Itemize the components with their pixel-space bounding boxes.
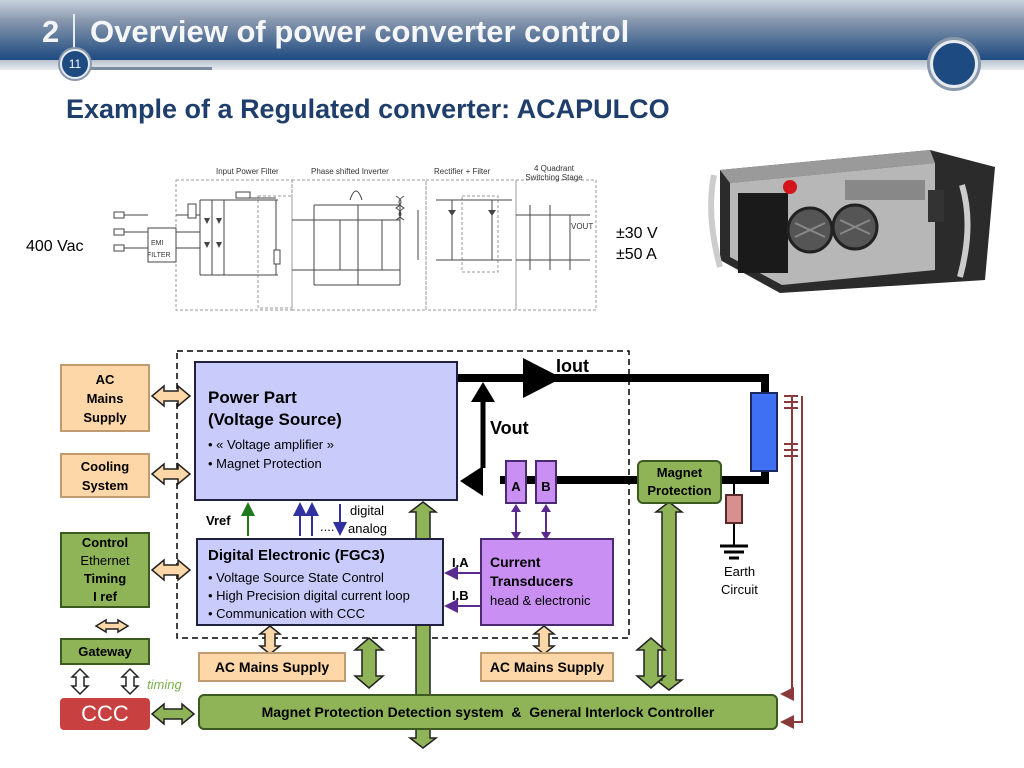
power-part-title1: Power Part [208, 388, 297, 407]
ct-line1: Current [490, 554, 541, 570]
cooling-system-box: Cooling System [60, 453, 150, 498]
digital-bullet-1: Voltage Source State Control [208, 569, 442, 587]
ac-mains-supply-box: AC Mains Supply [60, 364, 150, 432]
ia-label: I.A [452, 555, 469, 570]
page-number-badge: 11 [60, 49, 90, 79]
vref-label: Vref [206, 513, 231, 528]
earth-circuit-line1: Earth [724, 564, 756, 579]
emi-label: EMI [151, 240, 164, 247]
cooling-line1: Cooling [80, 458, 130, 474]
digital-bullet-3: Communication with CCC [208, 605, 442, 623]
timing-label: timing [147, 677, 182, 692]
output-current-label: ±50 A [616, 246, 657, 263]
control-line3: Timing [83, 571, 127, 586]
digital-signal-label: digital [350, 503, 384, 518]
cooling-line2: System [81, 477, 129, 493]
control-line1: Control [81, 535, 129, 550]
power-part-bullet-2: Magnet Protection [208, 454, 456, 473]
ac-mains-line1: AC [95, 371, 115, 387]
magnet-load-icon [750, 392, 778, 472]
digital-bullet-2: High Precision digital current loop [208, 587, 442, 605]
interlock-controller-box: Magnet Protection Detection system & Gen… [198, 694, 778, 730]
magnet-protection-line1: Magnet [656, 465, 703, 480]
vout-label: VOUT [571, 222, 594, 231]
power-part-bullet-1: « Voltage amplifier » [208, 435, 456, 454]
transducer-a-box: A [505, 460, 527, 504]
header-knob-icon [930, 40, 978, 88]
header-band [0, 60, 1024, 70]
power-part-title2: (Voltage Source) [208, 410, 342, 429]
output-voltage-label: ±30 V [616, 225, 658, 242]
stage-label-inverter: Phase shifted Inverter [311, 167, 389, 176]
earth-resistor-icon [725, 494, 743, 524]
ac-mains-supply-1-label: AC Mains Supply [214, 659, 330, 675]
transducer-a-label: A [511, 479, 521, 494]
header-separator [73, 14, 75, 54]
stage-label-rectifier: Rectifier + Filter [434, 167, 491, 176]
magnet-protection-box: Magnet Protection [637, 460, 722, 504]
ac-mains-line3: Supply [83, 409, 127, 425]
ccc-label: CCC [81, 701, 129, 726]
section-number: 2 [42, 14, 60, 49]
converter-photo [708, 150, 995, 293]
filter-label: FILTER [147, 252, 171, 259]
ac-mains-line2: Mains [86, 390, 124, 406]
ccc-box: CCC [60, 698, 150, 730]
converter-schematic [113, 179, 597, 311]
dots-label: .... [320, 519, 335, 534]
interlock-label: Magnet Protection Detection system & Gen… [261, 704, 715, 720]
slide-title: Overview of power converter control [90, 14, 630, 49]
digital-title: Digital Electronic (FGC3) [208, 547, 385, 564]
slide-header [0, 0, 1024, 60]
ac-mains-supply-box-2: AC Mains Supply [480, 652, 614, 682]
transducer-b-box: B [535, 460, 557, 504]
power-part-box: Power Part (Voltage Source) « Voltage am… [194, 361, 458, 501]
header-underline [86, 67, 212, 70]
control-line2: Ethernet [80, 553, 130, 568]
current-transducers-box: Current Transducers head & electronic [480, 538, 614, 626]
control-box: Control Ethernet Timing I ref [60, 532, 150, 608]
analog-signal-label: analog [348, 521, 388, 536]
ib-label: I.B [452, 588, 469, 603]
gateway-label: Gateway [78, 644, 132, 659]
ct-line3: head & electronic [490, 593, 591, 608]
magnet-protection-line2: Protection [647, 483, 712, 498]
ct-line2: Transducers [490, 573, 574, 589]
transducer-b-label: B [541, 479, 551, 494]
input-voltage-label: 400 Vac [26, 238, 84, 255]
gateway-box: Gateway [60, 638, 150, 665]
stage-label-switching: 4 Quadrant Switching Stage [525, 164, 583, 182]
digital-electronic-box: Digital Electronic (FGC3) Voltage Source… [196, 538, 444, 626]
slide-subtitle: Example of a Regulated converter: ACAPUL… [66, 94, 670, 124]
iout-label: Iout [556, 356, 589, 376]
ac-mains-supply-2-label: AC Mains Supply [489, 659, 605, 675]
ac-mains-supply-box-1: AC Mains Supply [198, 652, 346, 682]
stage-label-input-filter: Input Power Filter [216, 167, 279, 176]
control-line4: I ref [93, 589, 117, 604]
vout-label-diagram: Vout [490, 418, 529, 438]
earth-circuit-line2: Circuit [721, 582, 758, 597]
